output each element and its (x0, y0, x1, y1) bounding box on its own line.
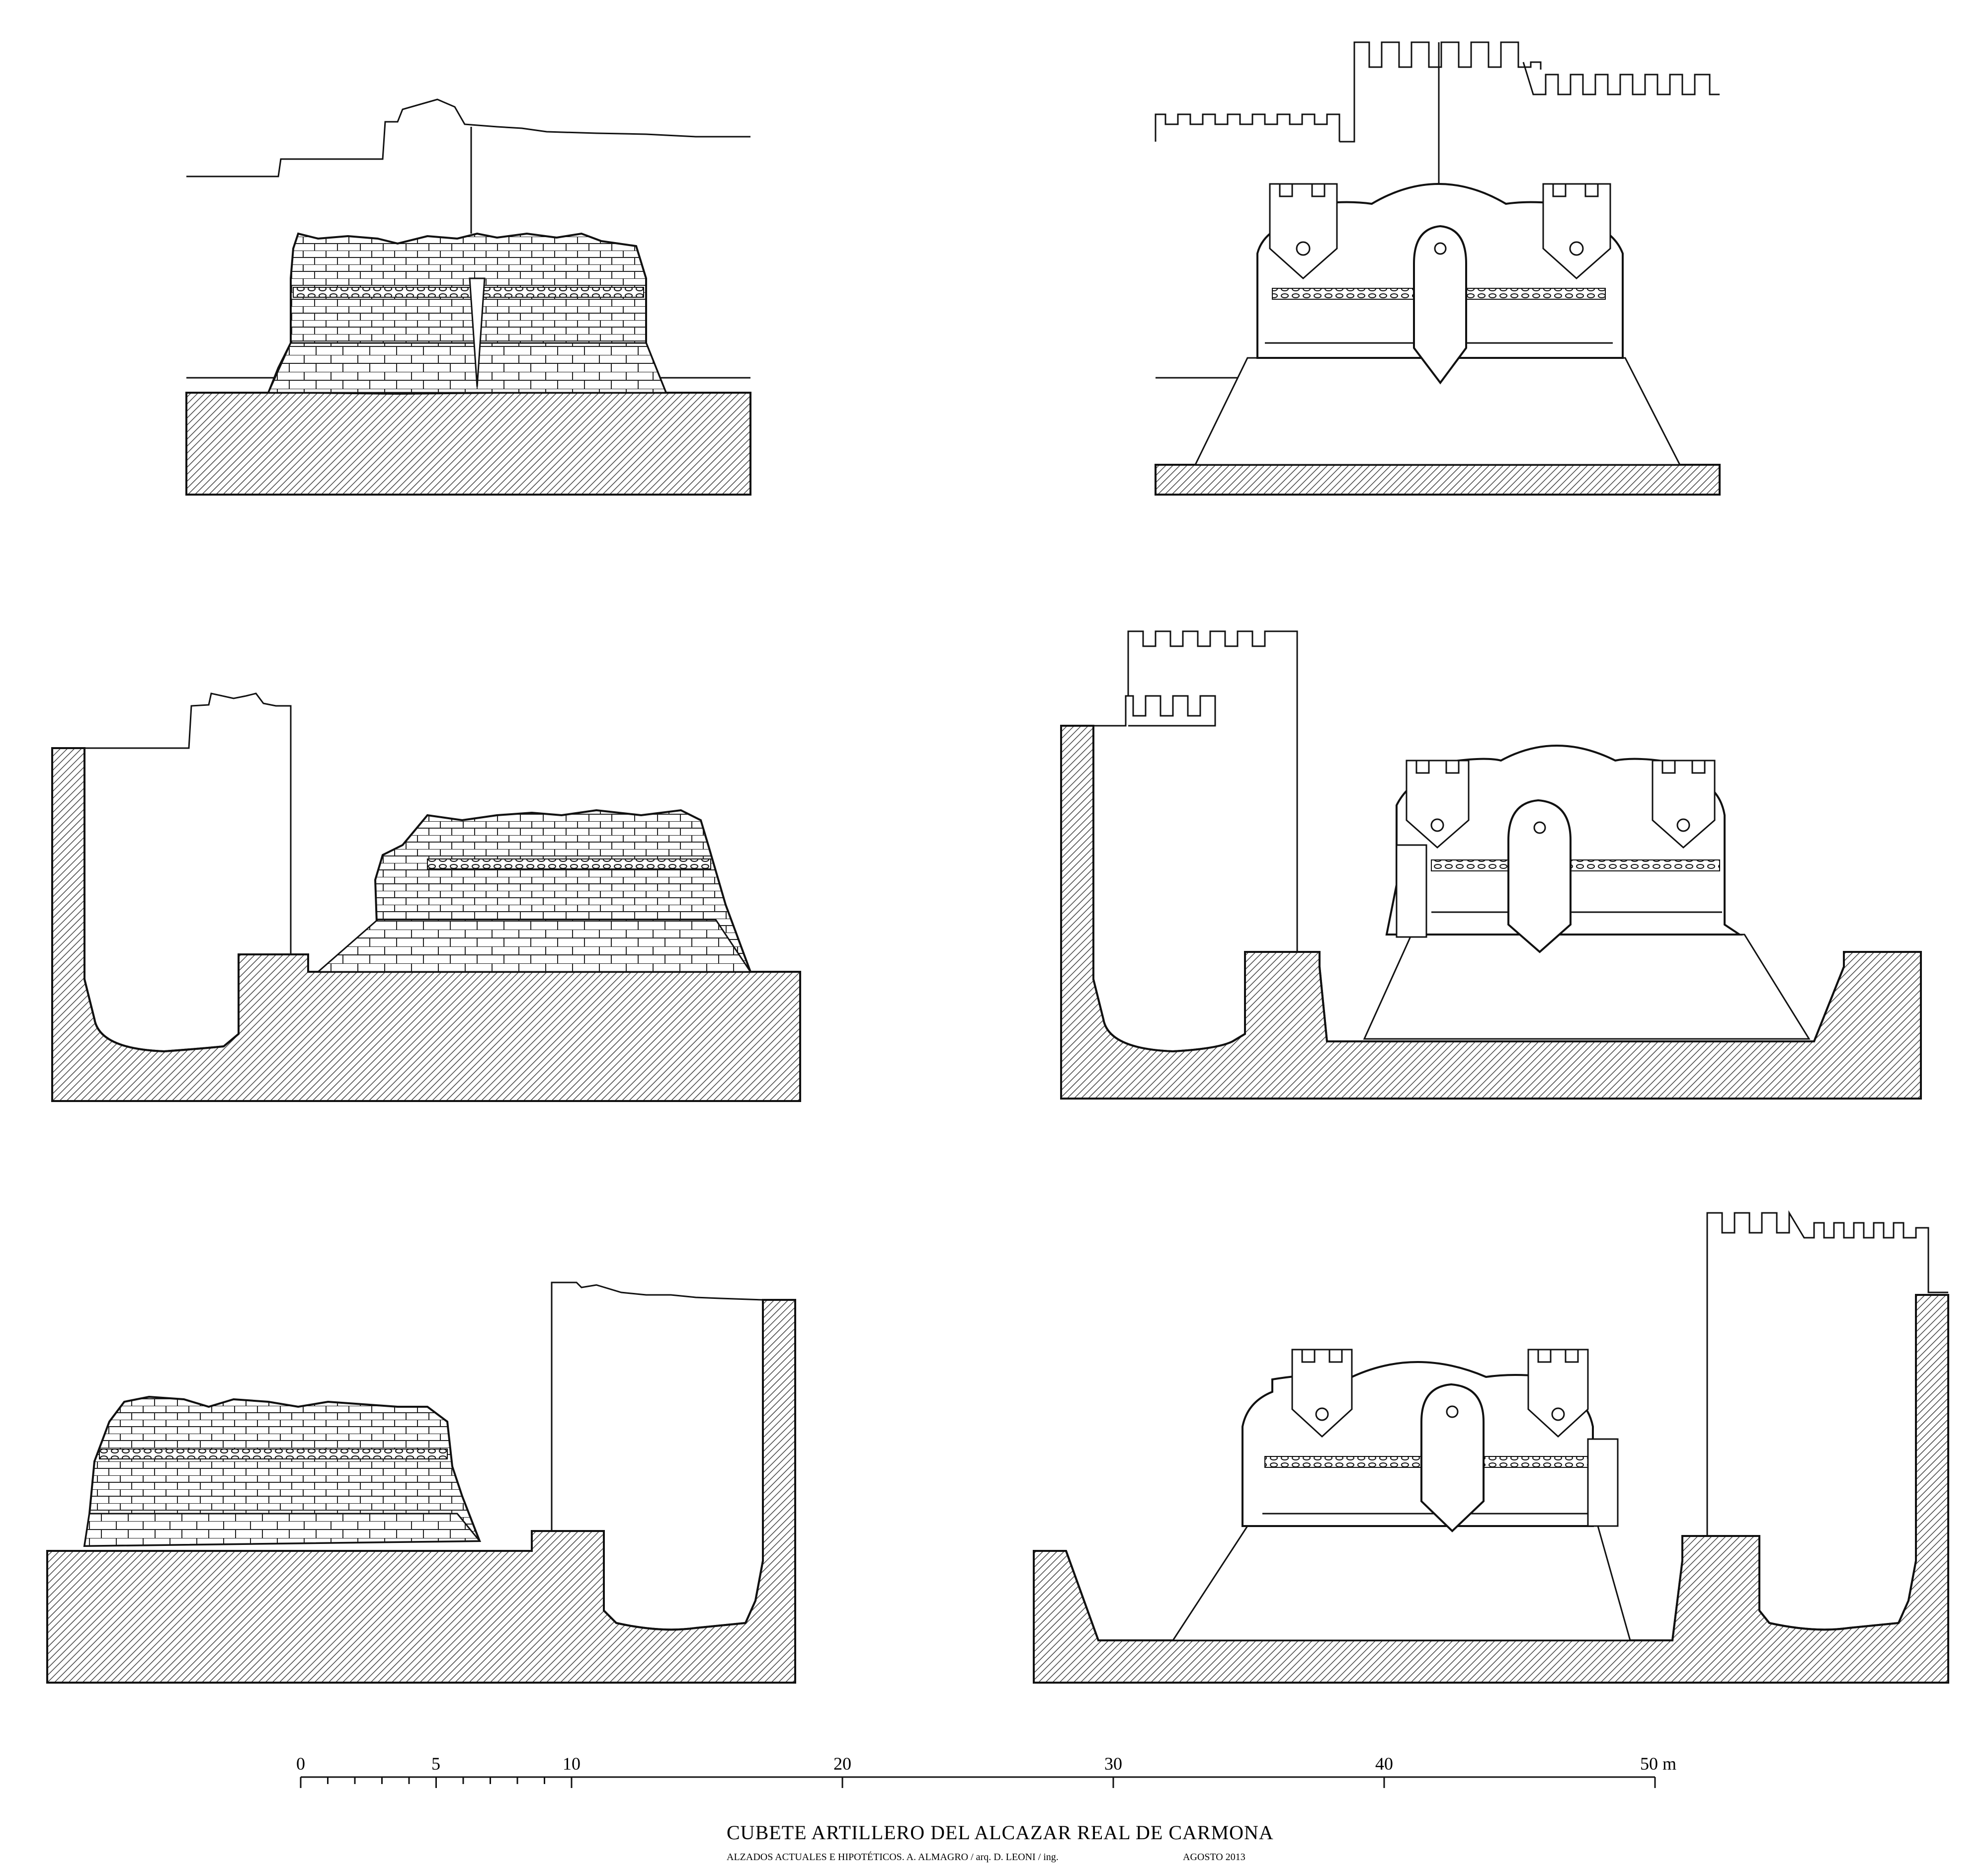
scale-label-0: 0 (296, 1754, 305, 1774)
drawing-credits: ALZADOS ACTUALES E HIPOTÉTICOS. A. ALMAG… (727, 1851, 1059, 1863)
ground-section (1155, 464, 1721, 496)
side-buttress (1587, 1438, 1619, 1527)
cordon-band (99, 1449, 448, 1459)
scale-label-40: 40 (1375, 1754, 1393, 1774)
cordon-band (293, 287, 644, 298)
moat-interior (603, 1300, 764, 1631)
bastion-ruined-body (83, 1395, 481, 1547)
panel-actual-front-elevation (185, 98, 751, 496)
panel-hypothetical-front-elevation (1155, 41, 1721, 496)
bartizan-right (1542, 183, 1611, 280)
panel-hypothetical-side-elevation-right (1033, 1210, 1949, 1684)
moat-interior (83, 748, 240, 1053)
crenellated-tower (1339, 41, 1542, 143)
drawing-title: CUBETE ARTILLERO DEL ALCAZAR REAL DE CAR… (727, 1821, 1274, 1844)
scale-label-10: 10 (563, 1754, 580, 1774)
glacis-trapezoid (1363, 934, 1811, 1040)
wall-silhouette (186, 98, 750, 177)
glacis-trapezoid (1171, 1525, 1631, 1641)
crenellated-tower (1706, 1210, 1948, 1536)
central-spur-with-arch (1413, 225, 1467, 385)
central-spur-with-arch (1507, 799, 1572, 953)
crenellated-wall-left (1155, 113, 1340, 142)
tower-ruined-outline (551, 1281, 763, 1531)
central-spur (469, 277, 486, 387)
bartizan-left (1291, 1349, 1353, 1438)
crenellated-tower (1093, 630, 1298, 952)
scale-label-20: 20 (833, 1754, 851, 1774)
scale-label-30: 30 (1104, 1754, 1122, 1774)
drawing-date: AGOSTO 2013 (1183, 1852, 1245, 1863)
bartizan-right (1527, 1349, 1589, 1438)
bartizan-left (1269, 183, 1338, 280)
panel-actual-side-elevation-right (46, 1281, 796, 1684)
bartizan-left (1406, 760, 1470, 849)
scale-label-5: 5 (431, 1754, 440, 1774)
bartizan-right (1652, 760, 1716, 849)
cordon-band (427, 858, 711, 869)
cordon-band (1431, 859, 1720, 871)
panel-actual-side-elevation-left (51, 692, 801, 1102)
scale-bar-ticks (300, 1777, 1656, 1788)
scale-bar: 0 5 10 20 30 40 50 m (296, 1754, 1676, 1788)
talus-base (267, 342, 667, 394)
crenellated-wall-right (1522, 62, 1720, 95)
talus-base (83, 1513, 482, 1547)
title-block: CUBETE ARTILLERO DEL ALCAZAR REAL DE CAR… (727, 1821, 1274, 1863)
side-buttress (1396, 844, 1427, 938)
tower-ruined-outline (84, 692, 292, 954)
ground-section (185, 392, 751, 496)
moat-and-ditch-line (1092, 726, 1921, 1053)
panel-hypothetical-side-elevation-left (1060, 630, 1922, 1100)
scale-label-50m: 50 m (1640, 1754, 1676, 1774)
central-spur-with-arch (1420, 1383, 1485, 1533)
moat-and-ditch-line (1065, 1295, 1917, 1641)
talus-base (316, 919, 752, 973)
